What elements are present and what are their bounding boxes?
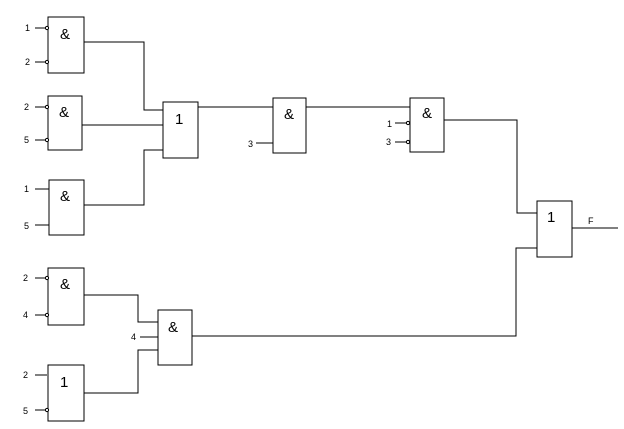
input-label: 2 bbox=[24, 102, 29, 112]
gate-g10-body bbox=[47, 364, 85, 422]
gate-g1: & 1 2 bbox=[25, 16, 85, 74]
gate-g5-body bbox=[272, 97, 307, 154]
gate-symbol: 1 bbox=[60, 374, 68, 391]
inverter-bubble-icon bbox=[44, 137, 50, 143]
inverter-bubble-icon bbox=[44, 59, 50, 65]
gate-g6-body bbox=[409, 97, 445, 153]
gate-g3: & 1 5 bbox=[24, 179, 85, 236]
gate-symbol: & bbox=[284, 106, 294, 123]
inverter-bubble-icon bbox=[405, 139, 411, 145]
gate-symbol: & bbox=[168, 319, 178, 336]
gate-g4-body bbox=[162, 101, 199, 159]
input-label: 1 bbox=[24, 184, 29, 194]
input-label: 5 bbox=[24, 221, 29, 231]
gate-g7-body bbox=[536, 200, 573, 258]
gate-symbol: 1 bbox=[175, 111, 183, 128]
gate-symbol: & bbox=[59, 104, 69, 121]
input-label: 2 bbox=[23, 273, 28, 283]
gate-g2-body bbox=[47, 95, 83, 151]
gate-symbol: & bbox=[60, 276, 70, 293]
inverter-bubble-icon bbox=[44, 312, 50, 318]
gate-g8: & 2 4 bbox=[23, 267, 85, 326]
gate-g6: & 1 3 bbox=[386, 97, 445, 153]
gate-symbol: & bbox=[422, 105, 432, 122]
input-label: 1 bbox=[25, 23, 30, 33]
input-label: 2 bbox=[25, 57, 30, 67]
gate-g1-body bbox=[47, 16, 85, 74]
wire-g9-to-g7 bbox=[192, 247, 537, 337]
input-label: 3 bbox=[386, 137, 391, 147]
gate-g2: & 2 5 bbox=[24, 95, 83, 151]
gate-g3-body bbox=[48, 179, 85, 236]
input-label: 2 bbox=[23, 370, 28, 380]
wire-g8-to-g9 bbox=[84, 294, 158, 323]
wires bbox=[35, 27, 618, 411]
gate-symbol: & bbox=[60, 26, 70, 43]
wire-g6-to-g7 bbox=[444, 119, 537, 214]
gate-g9-body bbox=[157, 309, 193, 366]
input-label: 5 bbox=[24, 135, 29, 145]
inverter-bubble-icon bbox=[405, 120, 411, 126]
gate-g4: 1 bbox=[162, 101, 199, 159]
gate-g10: 1 2 5 bbox=[23, 364, 85, 422]
input-label: 3 bbox=[248, 139, 253, 149]
gate-g5: & 3 bbox=[248, 97, 307, 154]
gate-symbol: & bbox=[60, 188, 70, 205]
inverter-bubble-icon bbox=[44, 275, 50, 281]
input-label: 1 bbox=[387, 119, 392, 129]
inverter-bubble-icon bbox=[44, 407, 50, 413]
wire-g3-to-g4 bbox=[84, 149, 163, 206]
gate-symbol: 1 bbox=[547, 209, 555, 226]
input-label: 5 bbox=[23, 406, 28, 416]
gate-g7: 1 F bbox=[536, 200, 594, 258]
input-label: 4 bbox=[23, 310, 28, 320]
input-label: 4 bbox=[131, 332, 136, 342]
wire-g1-to-g4 bbox=[84, 41, 163, 111]
gate-g8-body bbox=[47, 267, 85, 326]
output-label: F bbox=[588, 216, 594, 226]
inverter-bubble-icon bbox=[44, 104, 50, 110]
wire-g10-to-g9 bbox=[84, 349, 158, 394]
inverter-bubble-icon bbox=[44, 25, 50, 31]
gate-g9: & 4 bbox=[131, 309, 193, 366]
